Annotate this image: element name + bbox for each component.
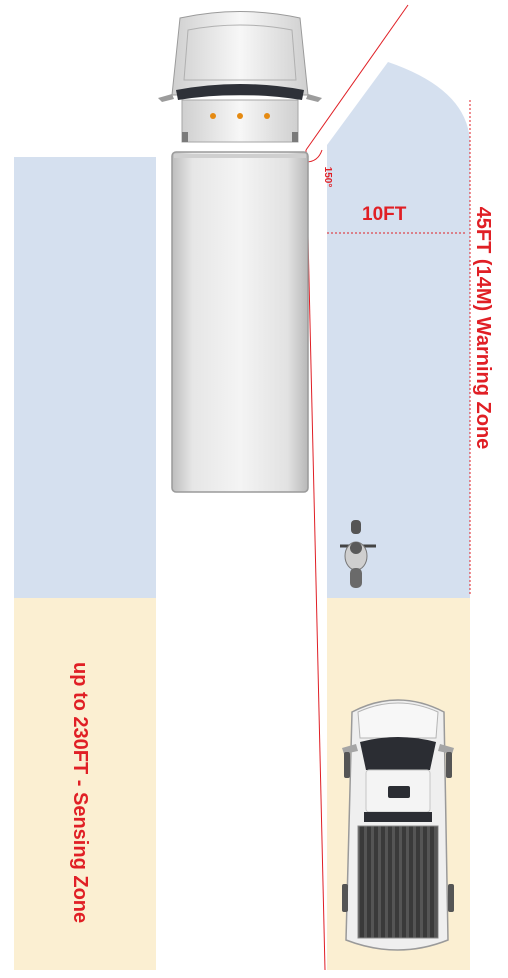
sensing-zone-left [14,157,156,970]
side-distance-label: 10FT [362,204,407,225]
truck [158,11,322,493]
pickup-truck [342,699,454,951]
sensing-zone-label: up to 230FT - Sensing Zone [69,662,91,924]
motorcycle [340,520,376,588]
warning-zone-label: 45FT (14M) Warning Zone [472,206,494,450]
angle-label: 150° [322,166,333,188]
